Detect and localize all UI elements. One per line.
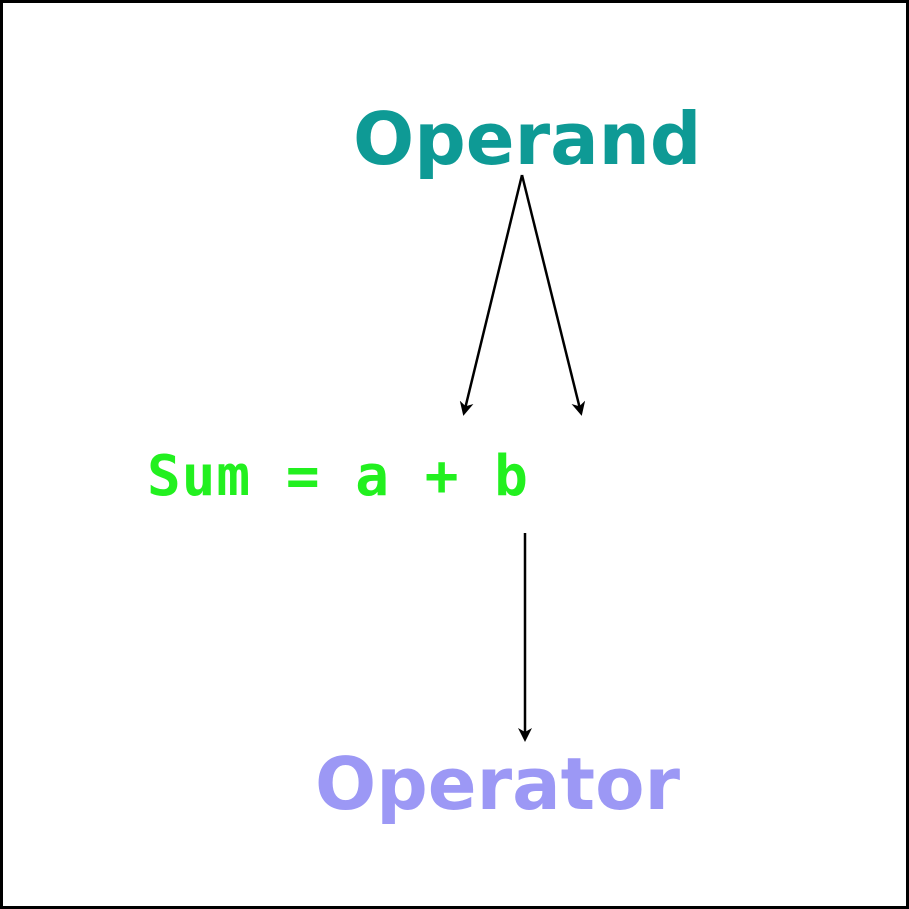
operand-arrow-to-a [459,174,524,416]
operand-label: Operand [353,97,702,181]
operand-arrow-to-b [520,174,586,416]
operator-label: Operator [315,742,681,826]
expression: Sum = a + b [147,444,529,509]
